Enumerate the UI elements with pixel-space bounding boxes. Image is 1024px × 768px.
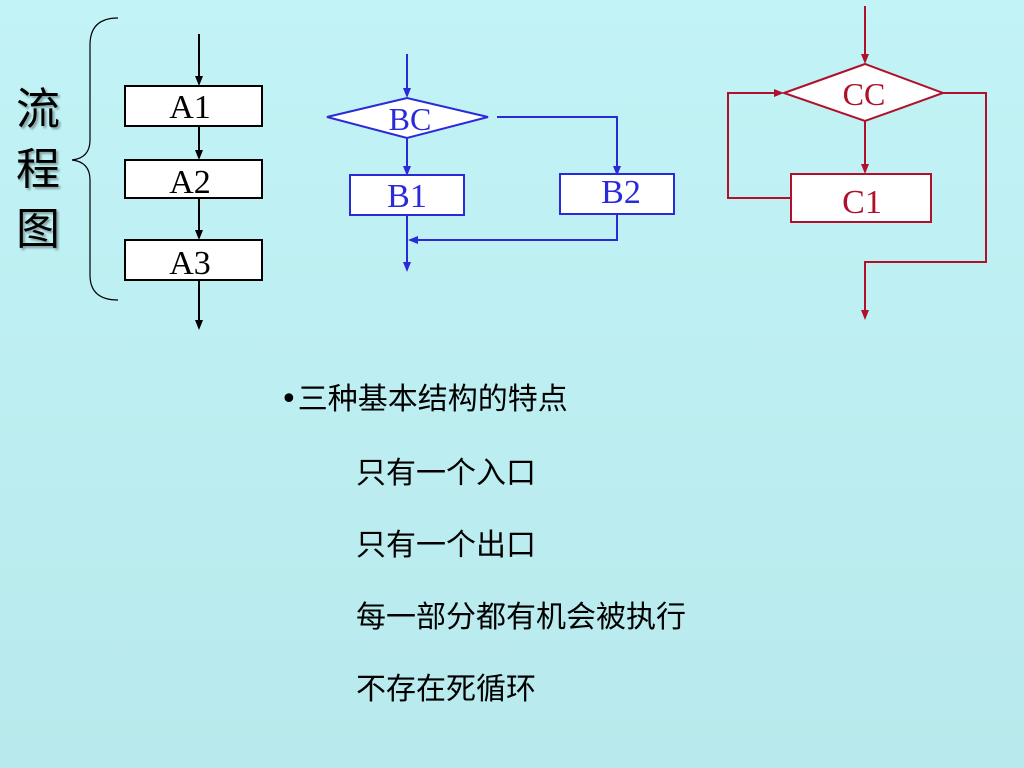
box-a1 xyxy=(124,85,263,127)
arrowhead xyxy=(195,150,203,160)
feature-item: 每一部分都有机会被执行 xyxy=(356,600,686,635)
arrowhead xyxy=(195,76,203,86)
decision-bc xyxy=(326,96,489,140)
loop-back-line xyxy=(727,92,791,199)
features-heading: •三种基本结构的特点 xyxy=(280,382,568,417)
feature-item: 只有一个出口 xyxy=(356,528,536,563)
title-char: 图 xyxy=(16,204,60,255)
arrowhead xyxy=(403,88,411,98)
sel-line-to-b2 xyxy=(497,116,618,170)
arrowhead xyxy=(774,89,784,97)
brace xyxy=(71,17,119,301)
box-a2 xyxy=(124,159,263,199)
feature-item: 不存在死循环 xyxy=(356,672,536,707)
decision-cc-label: CC xyxy=(843,76,886,112)
arrowhead xyxy=(861,54,869,64)
title-char: 流 xyxy=(16,84,60,135)
box-b1-label: B1 xyxy=(387,178,427,215)
arrowhead xyxy=(861,164,869,174)
sequence-structure xyxy=(124,34,263,330)
decision-bc-label: BC xyxy=(389,101,432,137)
selection-structure xyxy=(326,54,675,272)
box-a2-label: A2 xyxy=(169,164,211,201)
box-b2 xyxy=(559,173,675,215)
arrowhead xyxy=(403,262,411,272)
feature-item: 只有一个入口 xyxy=(356,456,536,491)
box-c1 xyxy=(790,173,932,223)
box-c1-label: C1 xyxy=(842,184,882,221)
box-a3 xyxy=(124,239,263,281)
title-char: 程 xyxy=(16,144,60,195)
arrowhead xyxy=(403,166,411,176)
arrowhead xyxy=(613,166,621,176)
arrowhead xyxy=(195,320,203,330)
arrowhead xyxy=(195,230,203,240)
flowchart-title: 流 程 图 xyxy=(12,80,64,260)
box-a3-label: A3 xyxy=(169,245,211,282)
box-b2-label: B2 xyxy=(601,174,641,211)
arrowhead xyxy=(408,236,418,244)
loop-exit-line xyxy=(864,92,987,312)
loop-structure xyxy=(727,6,987,320)
box-a1-label: A1 xyxy=(169,89,211,126)
sel-merge-line xyxy=(416,214,618,241)
arrowhead xyxy=(861,310,869,320)
